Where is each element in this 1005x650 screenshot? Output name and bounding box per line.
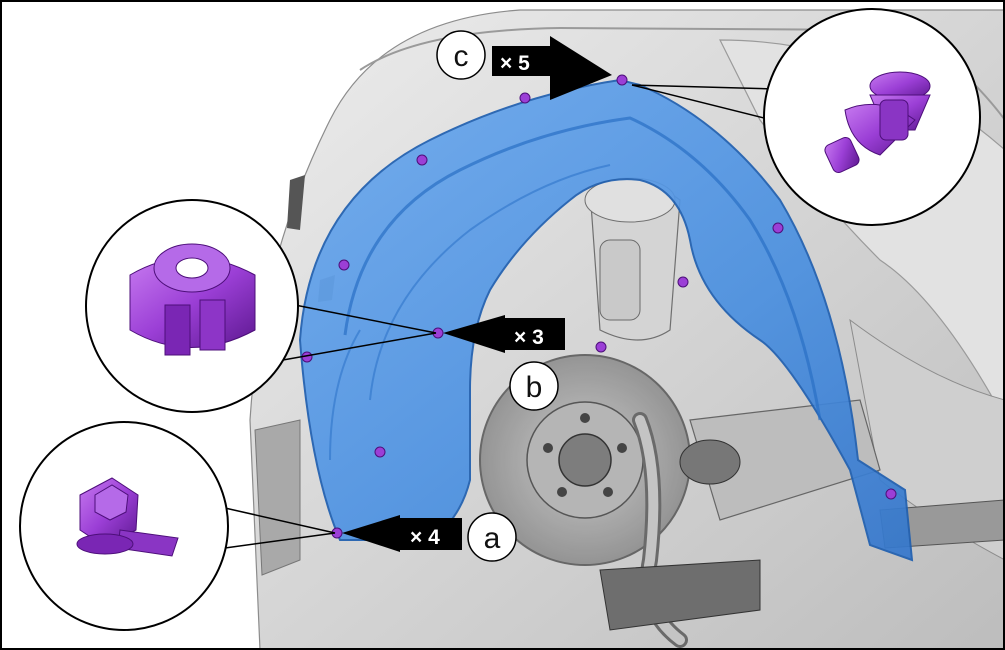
callout-a: × 4 a <box>19 421 517 631</box>
arrow-b <box>443 315 565 353</box>
label-c: c <box>454 40 469 73</box>
quantity-b: × 3 <box>514 326 544 349</box>
label-b: b <box>526 371 543 404</box>
quantity-c: × 5 <box>500 52 530 75</box>
quantity-a: × 4 <box>410 526 440 549</box>
arrow-a <box>342 515 462 552</box>
push-pin-clip-icon <box>824 71 931 174</box>
arrow-c <box>492 36 612 100</box>
callout-b: × 3 b <box>85 199 565 413</box>
label-circle-a <box>467 512 517 562</box>
label-circle-c <box>436 30 486 80</box>
suspension-assembly <box>479 177 1003 648</box>
label-circle-b <box>509 361 559 411</box>
callout-c: × 5 c <box>436 8 981 226</box>
label-a: a <box>484 522 501 555</box>
screw-icon <box>76 477 179 557</box>
clip-nut-icon <box>129 243 256 356</box>
